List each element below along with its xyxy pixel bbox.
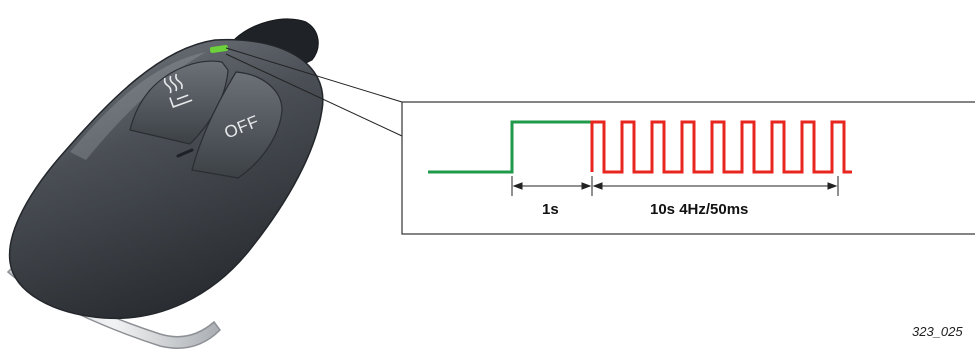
figure-id: 323_025 — [912, 324, 963, 339]
remote-control: OFF — [6, 18, 324, 349]
body-highlight — [70, 52, 206, 160]
signal-blink-trace — [590, 120, 852, 174]
off-button[interactable] — [191, 71, 283, 179]
interval-on-label: 1s — [542, 201, 559, 218]
signal-callout-box — [401, 101, 975, 235]
signal-waveform — [428, 120, 852, 174]
callout-leaders — [225, 47, 403, 137]
timing-dimensions — [511, 176, 839, 196]
status-led — [209, 45, 229, 53]
interval-blink-label: 10s 4Hz/50ms — [650, 201, 748, 218]
button-divider — [176, 148, 194, 158]
seat-heating-icon — [163, 73, 193, 108]
